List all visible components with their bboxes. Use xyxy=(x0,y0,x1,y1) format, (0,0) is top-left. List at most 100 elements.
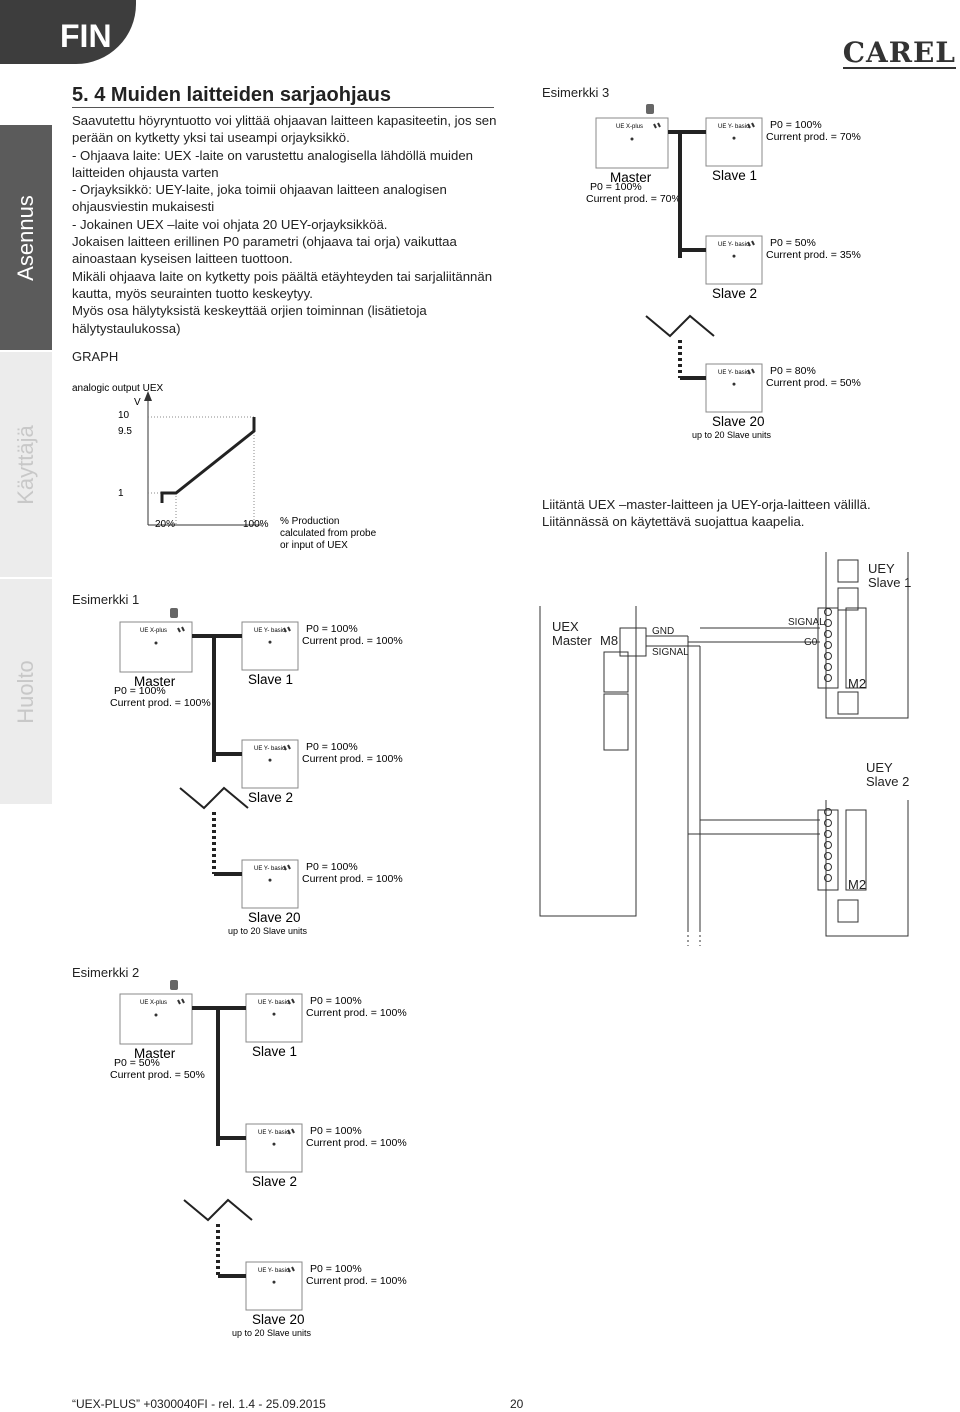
wiring-gnd-label: GND xyxy=(652,626,675,637)
unit-name: Slave 2 xyxy=(252,1174,297,1189)
unit-name: Master xyxy=(134,1046,176,1061)
terminal-screw-icon xyxy=(824,608,832,616)
y-tick-label: 1 xyxy=(118,488,124,499)
wiring-uex-label: UEX xyxy=(552,619,579,634)
unit-chip-label: UE Y- basic xyxy=(258,1130,289,1136)
unit-indicator xyxy=(287,998,295,1005)
unit-indicator xyxy=(747,368,755,375)
unit-led xyxy=(268,758,272,762)
x-tick-label: 20% xyxy=(155,519,175,530)
language-tab: FIN xyxy=(0,0,136,64)
unit-name: Master xyxy=(134,674,176,689)
uey1-part xyxy=(837,691,859,715)
slave-current: Current prod. = 100% xyxy=(306,1275,407,1287)
wiring-m2-label: M2 xyxy=(848,676,867,691)
unit-name: Slave 20 xyxy=(252,1312,305,1327)
unit-chip-label: UE Y- basic xyxy=(718,242,749,248)
master-p0: P0 = 50% xyxy=(114,1057,160,1069)
uey2-terminals-2 xyxy=(845,809,867,891)
uey-slave2-box xyxy=(825,800,909,937)
terminal-screw-icon xyxy=(824,652,832,660)
slave-current: Current prod. = 100% xyxy=(302,753,403,765)
wiring-slave2-label: Slave 2 xyxy=(866,774,910,789)
unit-chip-label: UE Y- basic xyxy=(254,866,285,872)
terminal-screw-icon xyxy=(824,641,832,649)
unit-chip-label: UE Y- basic xyxy=(258,1000,289,1006)
uey1-part xyxy=(837,587,859,611)
terminal-screw-icon xyxy=(824,830,832,838)
slave-p0: P0 = 80% xyxy=(770,365,816,377)
unit-name: Slave 20 xyxy=(712,414,765,429)
terminal-screw-icon xyxy=(824,663,832,671)
paragraph: - Jokainen UEX –laite voi ohjata 20 UEY-… xyxy=(72,216,388,232)
slave-p0: P0 = 100% xyxy=(306,861,358,873)
unit-led xyxy=(272,1280,276,1284)
wiring-m8-label: M8 xyxy=(600,633,619,648)
uey-slave1-box xyxy=(825,552,909,719)
uey1-part xyxy=(837,559,859,583)
unit-chip-label: UE X-plus xyxy=(140,628,167,634)
unit-name: Slave 20 xyxy=(248,910,301,925)
unit-chip-label: UE Y- basic xyxy=(254,746,285,752)
paragraph: Mikäli ohjaava laite on kytketty pois pä… xyxy=(72,268,493,301)
unit-indicator xyxy=(747,122,755,129)
uey2-part xyxy=(837,899,859,923)
valve-icon xyxy=(170,608,178,618)
wiring-slave1-label: Slave 1 xyxy=(868,575,912,590)
terminal-screw-icon xyxy=(824,674,832,682)
y-tick-label: 9.5 xyxy=(118,426,132,437)
unit-chip-label: UE Y- basic xyxy=(258,1268,289,1274)
uey2-terminals xyxy=(817,809,839,891)
slave-p0: P0 = 50% xyxy=(770,237,816,249)
title-rule xyxy=(72,107,494,108)
unit-led xyxy=(154,1013,158,1017)
unit-name: Slave 1 xyxy=(248,672,293,687)
unit-name: Slave 1 xyxy=(252,1044,297,1059)
slave-p0: P0 = 100% xyxy=(310,995,362,1007)
terminal-screw-icon xyxy=(824,874,832,882)
paragraph: Myös osa hälytyksistä keskeyttää orjien … xyxy=(72,303,427,336)
y-tick-label: 10 xyxy=(118,410,130,421)
wiring-m2-label-2: M2 xyxy=(848,877,867,892)
unit-indicator xyxy=(283,626,291,633)
unit-led xyxy=(630,137,634,141)
uey1-terminals-2 xyxy=(845,607,867,689)
paragraph: Saavutettu höyryntuotto voi ylittää ohja… xyxy=(72,113,497,146)
unit-led xyxy=(732,254,736,258)
slave-p0: P0 = 100% xyxy=(310,1125,362,1137)
terminal-screw-icon xyxy=(824,863,832,871)
slave-count-note: up to 20 Slave units xyxy=(692,430,772,440)
graph-y-unit: V xyxy=(134,397,141,408)
unit-led xyxy=(272,1012,276,1016)
unit-chip-label: UE X-plus xyxy=(140,1000,167,1006)
unit-indicator xyxy=(177,998,185,1005)
wiring-g0-label: G0 xyxy=(804,637,818,648)
wiring-uey-label-2: UEY xyxy=(866,760,893,775)
unit-indicator xyxy=(177,626,185,633)
unit-name: Slave 2 xyxy=(712,286,757,301)
terminal-screw-icon xyxy=(824,808,832,816)
x-tick-label: 100% xyxy=(243,519,269,530)
unit-led xyxy=(732,382,736,386)
uex-box xyxy=(539,606,637,917)
master-p0: P0 = 100% xyxy=(114,685,166,697)
terminal-screw-icon xyxy=(824,619,832,627)
brand-name: CAREL xyxy=(842,36,956,69)
m8-terminal xyxy=(619,627,647,657)
wiring-signal-label: SIGNAL xyxy=(652,647,689,658)
unit-chip-label: UE Y- basic xyxy=(254,628,285,634)
unit-indicator xyxy=(283,744,291,751)
y-axis-arrow xyxy=(144,391,152,401)
wiring-signal-label-2: SIGNAL xyxy=(788,617,825,628)
slave-current: Current prod. = 100% xyxy=(306,1007,407,1019)
example1-title: Esimerkki 1 xyxy=(72,592,140,607)
